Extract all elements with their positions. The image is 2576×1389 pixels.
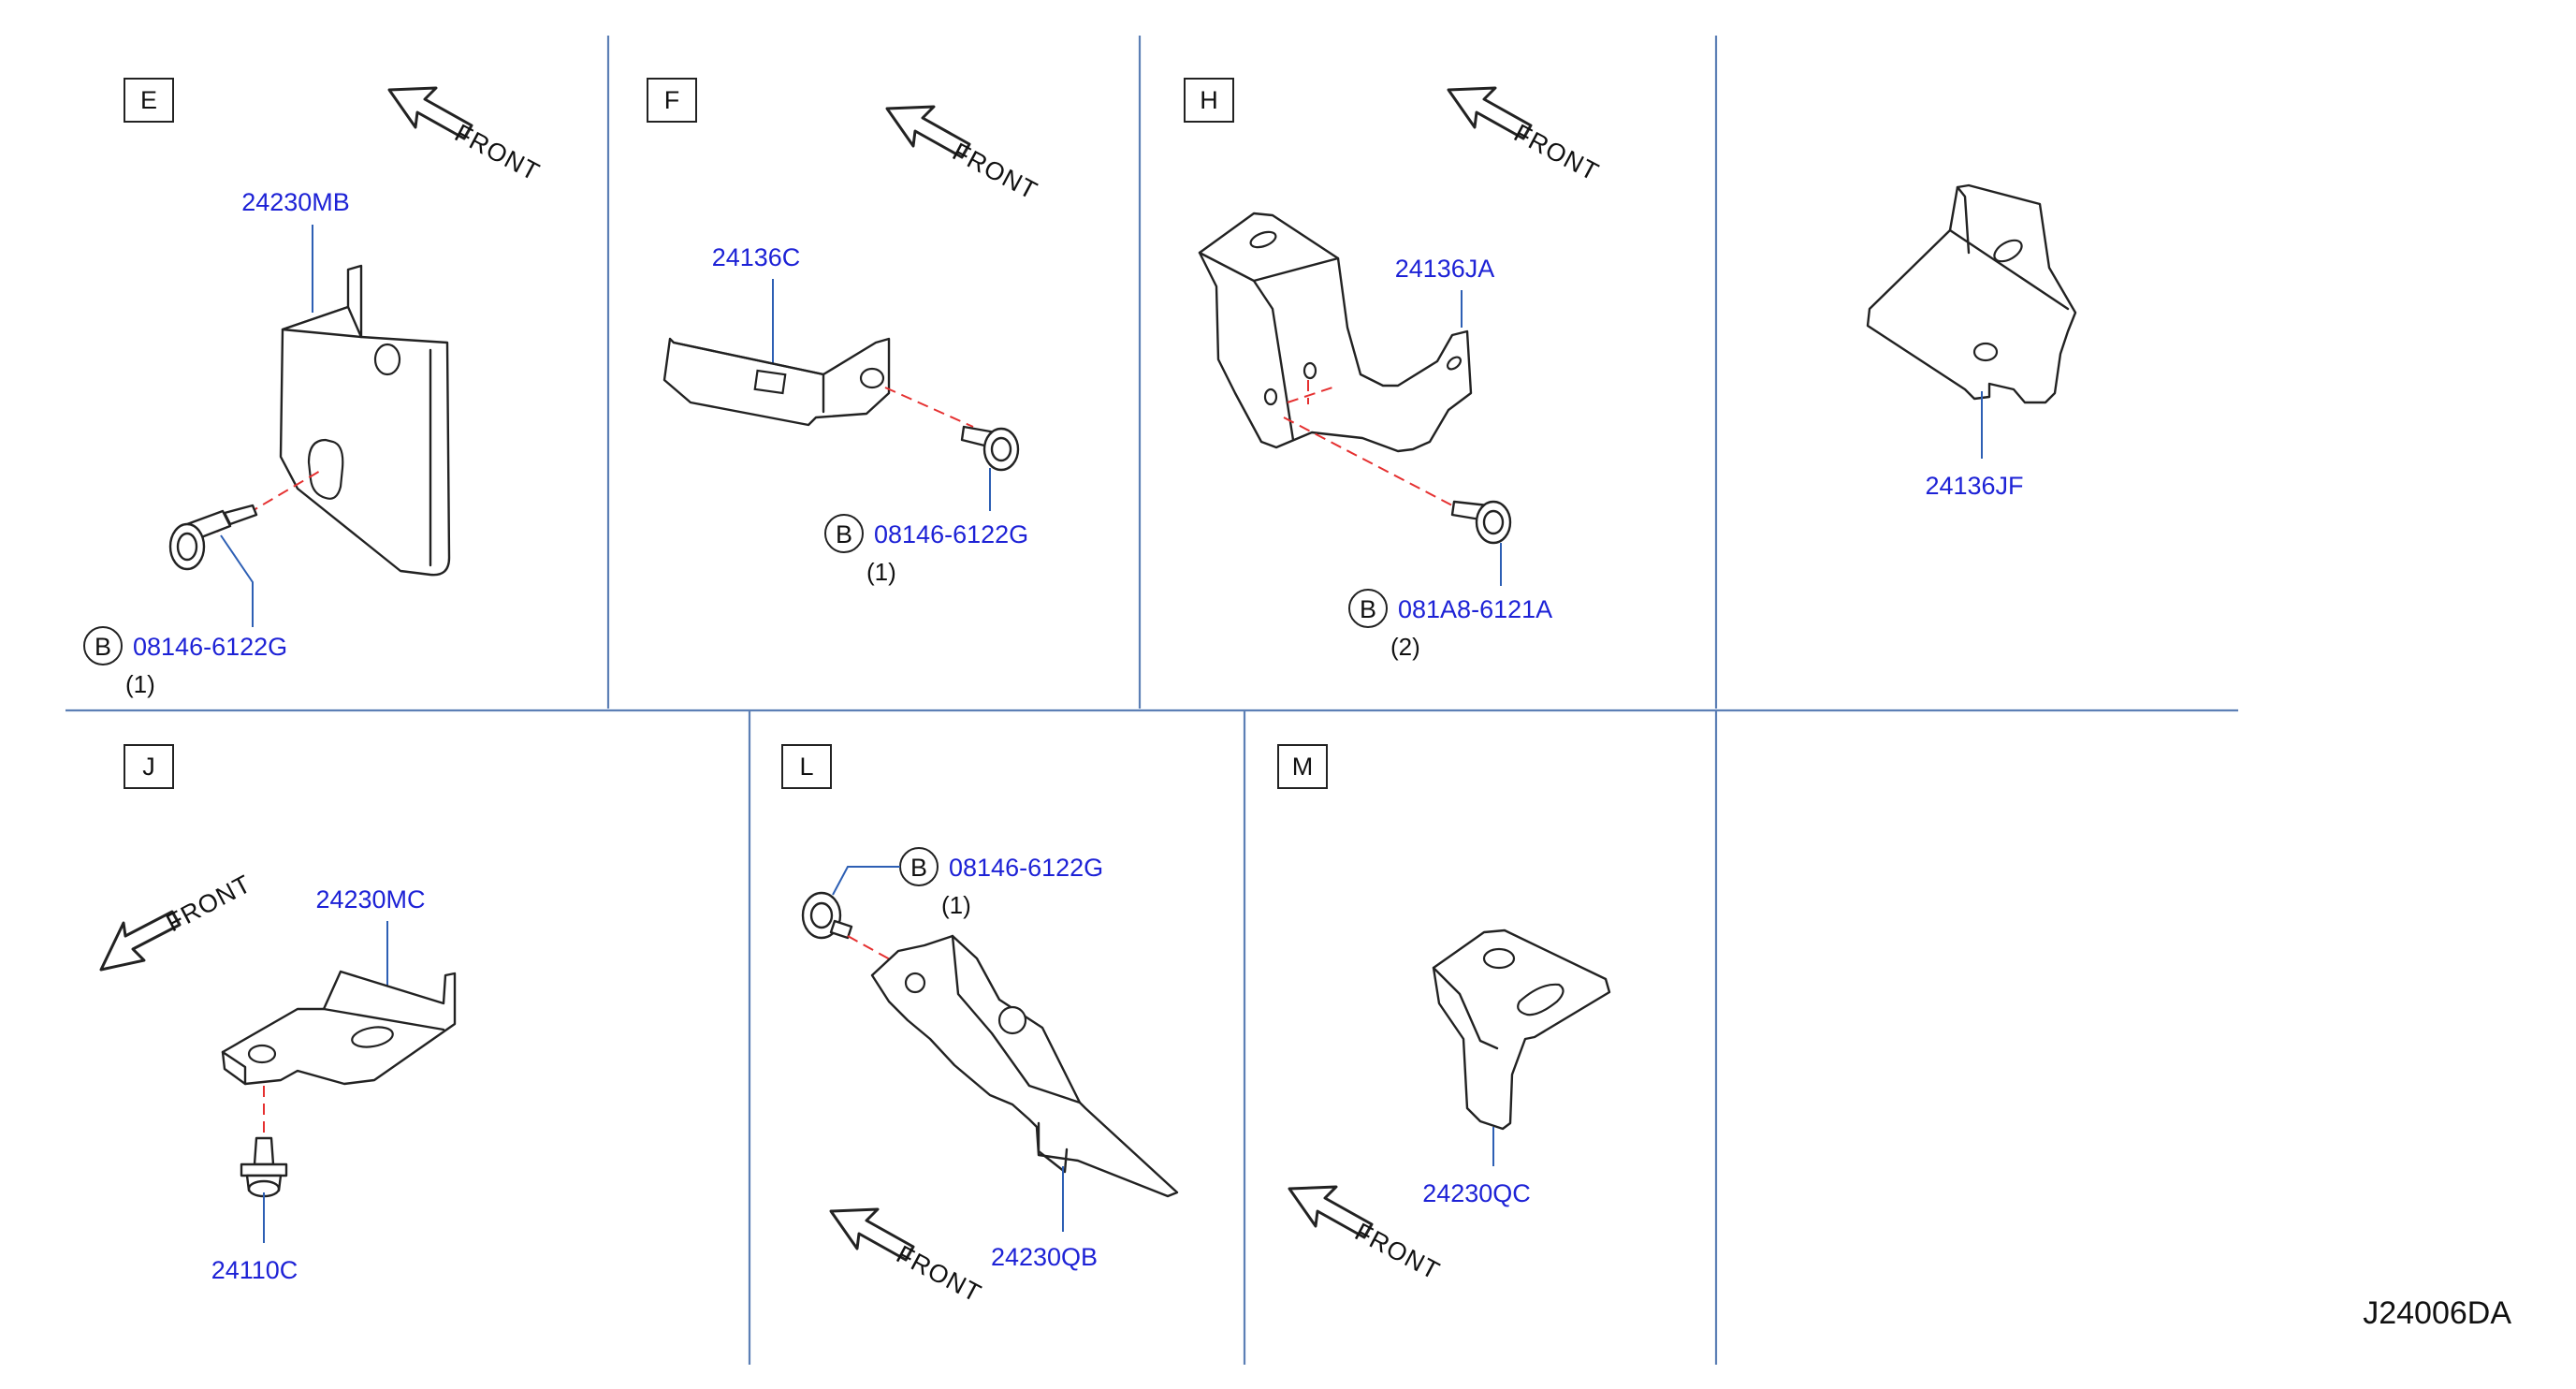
assembly-dashed-line: [847, 935, 899, 965]
bracket-24136ja-drawing: [1198, 212, 1473, 453]
bolt-l-drawing: [801, 891, 853, 940]
bolt-f-drawing: [960, 425, 1020, 472]
panel-grid: [65, 36, 2238, 1365]
section-label-box-f: [647, 78, 697, 123]
front-arrow-f: FRONT: [885, 105, 1042, 205]
assembly-dashed-line: [884, 387, 974, 428]
front-label: FRONT: [948, 138, 1042, 205]
section-m: M 24230QC FRONT: [1277, 744, 1611, 1285]
section-label-box-e: [124, 78, 174, 123]
bolt-e-drawing: [168, 504, 258, 571]
section-label-m: M: [1292, 753, 1314, 781]
quantity-e: (1): [125, 670, 155, 698]
section-label-box-l: [781, 744, 832, 789]
bolt-symbol: B: [1360, 595, 1376, 623]
screw-24110c-drawing: [240, 1136, 288, 1198]
part-number-24136ja: 24136JA: [1395, 255, 1495, 283]
part-number-bolt-h: 081A8-6121A: [1398, 595, 1552, 623]
bolt-symbol: B: [910, 854, 927, 882]
part-number-24230mb: 24230MB: [241, 188, 350, 216]
bracket-24230mb-drawing: [279, 264, 451, 577]
quantity-h: (2): [1390, 633, 1420, 661]
part-number-24136jf: 24136JF: [1925, 472, 2023, 500]
bolt-h-drawing: [1450, 500, 1512, 545]
section-label-e: E: [140, 86, 157, 114]
section-h: H FRONT 24136JA B 081A8-6121A (2): [1184, 78, 1604, 661]
front-label: FRONT: [1350, 1218, 1445, 1285]
section-l: L B 08146-6122G (1) 24230QB FRONT: [781, 744, 1179, 1308]
front-label: FRONT: [162, 870, 256, 937]
section-f: F FRONT 24136C B 08146-6122G (1): [647, 78, 1042, 586]
part-number-bolt-e: 08146-6122G: [133, 633, 287, 661]
front-arrow-h: FRONT: [1447, 86, 1604, 186]
front-arrow-m: FRONT: [1288, 1185, 1445, 1285]
bracket-24136c-drawing: [662, 337, 891, 427]
part-number-24110c: 24110C: [211, 1256, 298, 1284]
section-24136jf: 24136JF: [1866, 183, 2077, 500]
part-number-24230mc: 24230MC: [315, 885, 425, 914]
section-label-box-h: [1184, 78, 1234, 123]
front-arrow-l: FRONT: [829, 1207, 986, 1308]
bracket-24230qc-drawing: [1432, 928, 1611, 1131]
section-label-l: L: [799, 753, 813, 781]
bolt-symbol: B: [836, 520, 852, 548]
leader-line: [220, 534, 254, 627]
bolt-symbol: B: [95, 633, 111, 661]
front-arrow-j: FRONT: [99, 870, 256, 972]
section-label-h: H: [1200, 86, 1218, 114]
bolt-symbol-circle: [824, 514, 864, 553]
section-e: E FRONT 24230MB B 08146-6122G (1): [83, 78, 545, 698]
front-arrow-icon: [1288, 1185, 1374, 1239]
front-arrow-icon: [885, 105, 971, 159]
quantity-l: (1): [941, 891, 971, 919]
leader-line: [832, 866, 900, 896]
front-arrow-icon: [829, 1207, 915, 1262]
part-number-24136c: 24136C: [712, 243, 801, 271]
front-arrow-icon: [387, 86, 473, 140]
part-number-bolt-l: 08146-6122G: [949, 854, 1103, 882]
part-number-24230qc: 24230QC: [1422, 1179, 1531, 1207]
diagram-code: J24006DA: [2363, 1295, 2511, 1331]
bolt-symbol-circle: [83, 626, 123, 665]
front-arrow-e: FRONT: [387, 86, 545, 186]
assembly-dashed-line: [1283, 380, 1453, 506]
bracket-24230mc-drawing: [221, 970, 457, 1086]
section-label-box-m: [1277, 744, 1328, 789]
front-arrow-icon: [99, 910, 182, 972]
part-number-bolt-f: 08146-6122G: [874, 520, 1028, 548]
section-label-j: J: [142, 753, 155, 781]
part-number-24230qb: 24230QB: [991, 1243, 1098, 1271]
bracket-24136jf-drawing: [1866, 183, 2077, 404]
section-j: J FRONT 24230MC 24110C: [99, 744, 457, 1284]
quantity-f: (1): [866, 558, 896, 586]
front-label: FRONT: [1509, 119, 1604, 186]
front-arrow-icon: [1447, 86, 1533, 140]
section-label-f: F: [664, 86, 680, 114]
front-label: FRONT: [892, 1240, 986, 1308]
bolt-symbol-circle: [1348, 589, 1388, 628]
bracket-24230qb-drawing: [870, 934, 1179, 1198]
front-label: FRONT: [450, 119, 545, 186]
section-label-box-j: [124, 744, 174, 789]
